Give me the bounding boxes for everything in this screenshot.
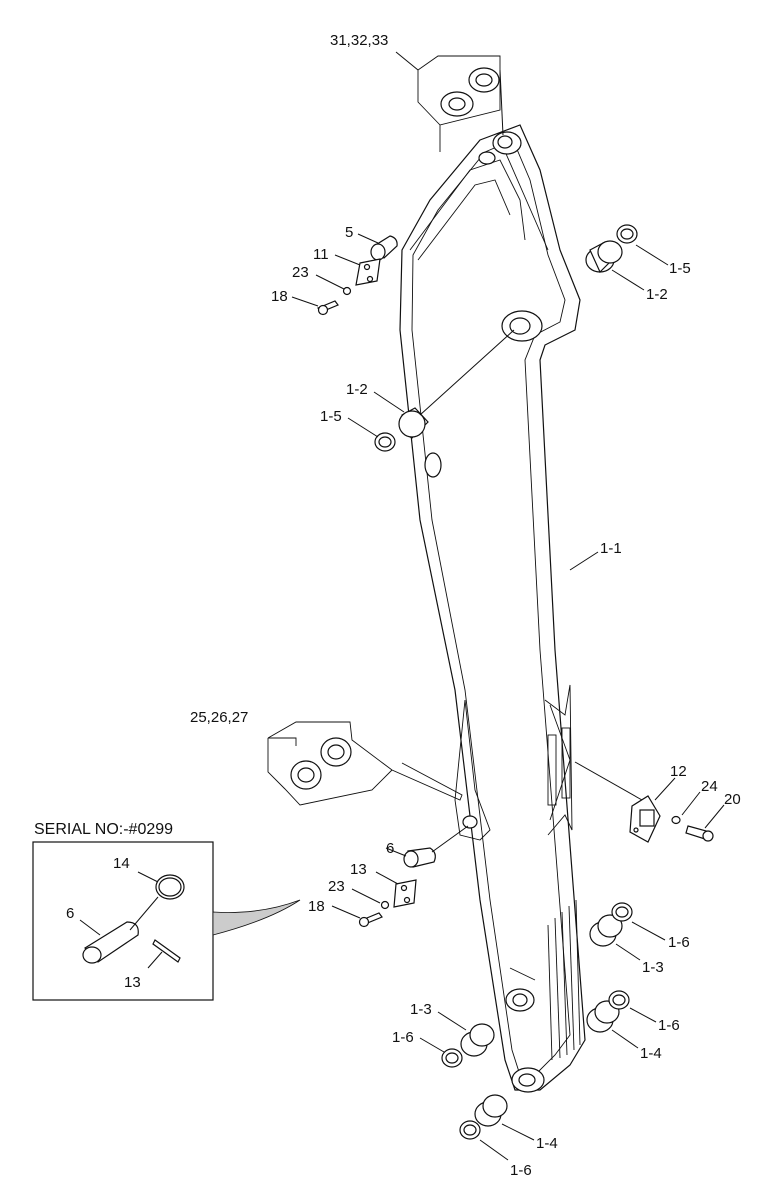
label-24: 24 (701, 778, 718, 795)
label-1-6-a: 1-6 (668, 934, 690, 951)
serial-label-6: 6 (66, 905, 74, 922)
label-1-3-a: 1-3 (642, 959, 664, 976)
label-13: 13 (350, 861, 367, 878)
label-25-26-27: 25,26,27 (190, 709, 248, 726)
label-23-bottom: 23 (328, 878, 345, 895)
label-23-top: 23 (292, 264, 309, 281)
label-31-32-33: 31,32,33 (330, 32, 388, 49)
arm-body (399, 124, 586, 1093)
label-1-2-mid: 1-2 (346, 381, 368, 398)
label-1-1: 1-1 (600, 540, 622, 557)
label-1-6-b: 1-6 (658, 1017, 680, 1034)
label-1-5-top: 1-5 (669, 260, 691, 277)
shims-25-26-27 (267, 721, 463, 806)
label-1-2-top: 1-2 (646, 286, 668, 303)
label-1-6-c: 1-6 (392, 1029, 414, 1046)
label-1-6-d: 1-6 (510, 1162, 532, 1179)
label-6: 6 (386, 840, 394, 857)
label-1-4-a: 1-4 (640, 1045, 662, 1062)
callout-labels: 31,32,33 5 11 23 18 1-5 1-2 1-2 1-5 1-1 … (34, 32, 741, 1179)
label-1-3-b: 1-3 (410, 1001, 432, 1018)
serial-label-13: 13 (124, 974, 141, 991)
label-5: 5 (345, 224, 353, 241)
label-11: 11 (313, 246, 329, 263)
serial-detail-box (32, 841, 301, 1001)
bushing-1-2-mid (374, 329, 515, 452)
shims-31-32-33 (417, 55, 504, 152)
label-18-top: 18 (271, 288, 288, 305)
label-1-4-b: 1-4 (536, 1135, 558, 1152)
bushings-bottom (441, 902, 633, 1140)
bushing-1-2-top (585, 224, 638, 274)
serial-label-14: 14 (113, 855, 130, 872)
leader-lines (79, 51, 725, 1161)
pin-group-bottom (358, 825, 469, 928)
grease-fitting-group (574, 761, 714, 843)
label-1-5-mid: 1-5 (320, 408, 342, 425)
serial-title: SERIAL NO:-#0299 (34, 821, 173, 838)
label-12: 12 (670, 763, 687, 780)
label-18-bottom: 18 (308, 898, 325, 915)
label-20: 20 (724, 791, 741, 808)
pin-group-top (317, 235, 398, 316)
